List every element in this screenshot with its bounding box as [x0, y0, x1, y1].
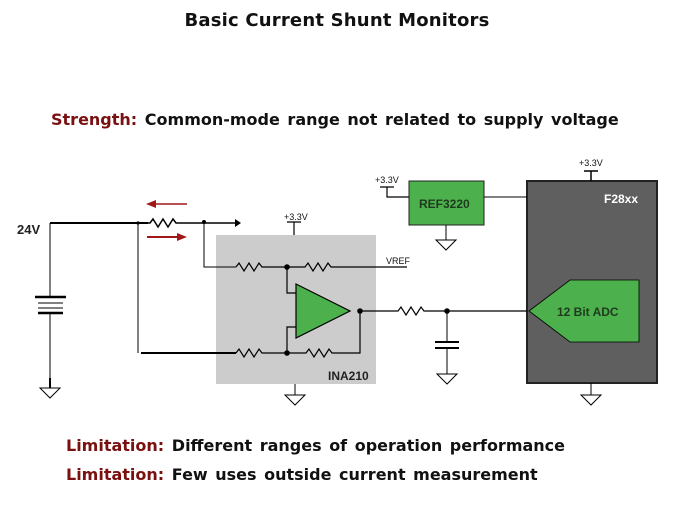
junction-dot [357, 308, 363, 314]
arrow-right-icon [235, 219, 241, 227]
mcu-supply-label: +3.3V [579, 158, 603, 168]
ina-ground-icon [283, 394, 307, 406]
junction-dot [202, 220, 206, 224]
junction-dot [444, 308, 450, 314]
junction-dot [284, 264, 290, 270]
cap-ground-icon [435, 373, 459, 385]
ina-bottom-resistors [235, 311, 361, 359]
junction-dot [136, 221, 140, 225]
ina-top-resistors [235, 261, 407, 273]
strength-text: Common-mode range not related to supply … [144, 110, 619, 129]
junction-dot [284, 350, 290, 356]
ref3220-label: REF3220 [419, 197, 470, 211]
ina-supply-label: +3.3V [284, 212, 308, 222]
arrow-right-red-icon [177, 233, 187, 241]
mcu-ground-icon [579, 394, 603, 406]
shunt-resistor [148, 217, 235, 229]
arrow-left-icon [146, 200, 156, 208]
limitation-line-2: Limitation: Few uses outside current mea… [66, 465, 538, 484]
ref-supply-label: +3.3V [375, 175, 399, 185]
strength-line: Strength: Common-mode range not related … [51, 110, 619, 129]
op-amp-icon [295, 283, 352, 339]
ina210-label: INA210 [328, 369, 369, 383]
adc-block [528, 279, 640, 343]
ina-supply-symbol [287, 221, 301, 235]
limitation-label: Limitation: [66, 465, 165, 484]
limitation-line-1: Limitation: Different ranges of operatio… [66, 436, 565, 455]
limitation-label: Limitation: [66, 436, 165, 455]
supply-voltage-label: 24V [17, 222, 40, 237]
strength-label: Strength: [51, 110, 138, 129]
limitation-text: Different ranges of operation performanc… [171, 436, 566, 455]
limitation-text: Few uses outside current measurement [171, 465, 538, 484]
current-arrows [146, 200, 187, 241]
f28xx-label: F28xx [604, 192, 638, 206]
ref-ground-icon [434, 239, 458, 251]
ref-supply-symbol [380, 186, 409, 198]
slide-title: Basic Current Shunt Monitors [184, 10, 490, 31]
mcu-supply-symbol [584, 170, 598, 181]
ground-icon [38, 387, 62, 399]
filter-resistor [360, 305, 527, 317]
adc-label: 12 Bit ADC [557, 305, 619, 319]
battery-icon [35, 295, 66, 315]
vref-label: VREF [386, 256, 411, 266]
